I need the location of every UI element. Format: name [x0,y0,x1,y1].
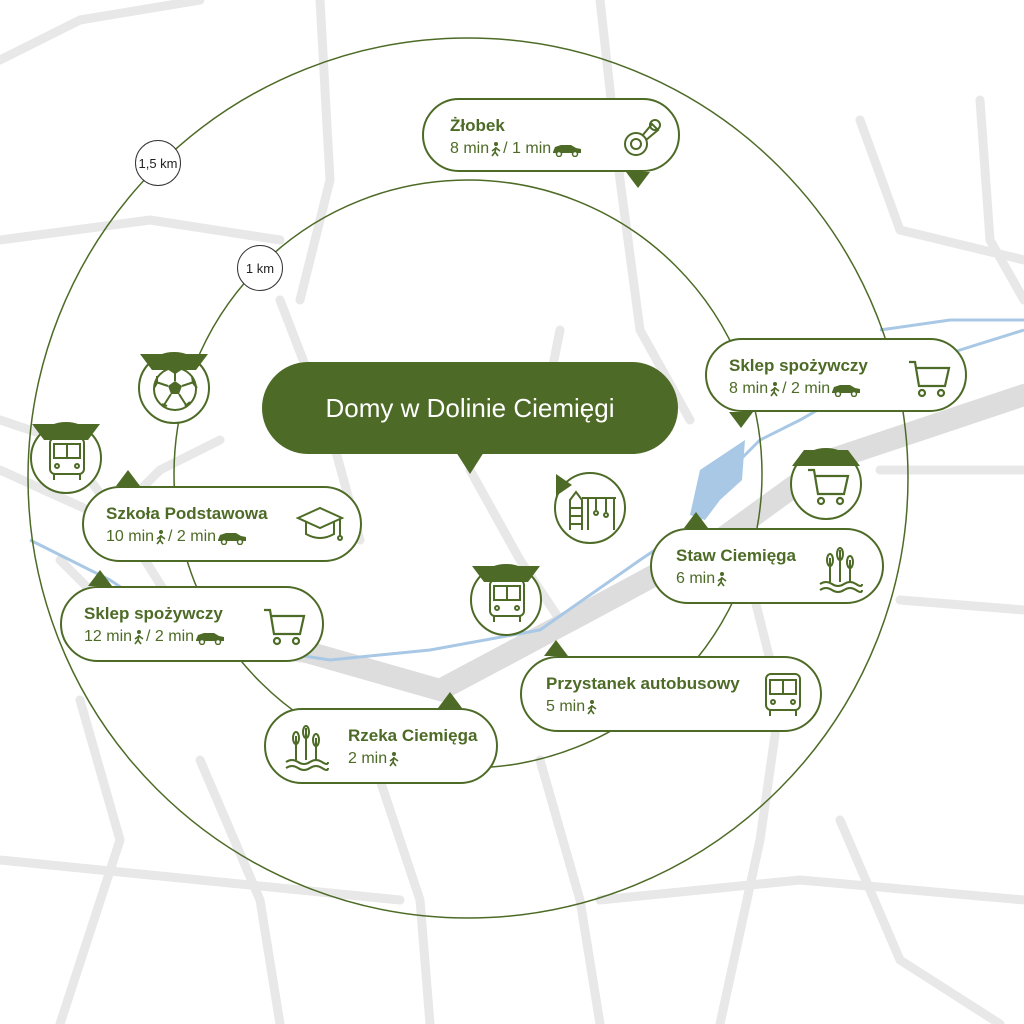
place-card-przystanek[interactable]: Przystanek autobusowy 5 min [520,640,822,732]
walk-icon [587,700,597,715]
drive-time: / 2 min [782,380,831,397]
walk-time: 8 min [729,380,769,397]
place-name: Przystanek autobusowy [546,674,740,693]
card-pointer [684,512,708,528]
walk-time: 6 min [676,570,716,587]
place-times: 2 min [348,750,401,768]
page-title: Domy w Dolinie Ciemięgi [262,362,678,454]
shopping-cart-icon [808,468,850,506]
place-times: 5 min [546,698,599,716]
pin-cart-east[interactable] [790,448,862,520]
place-times: 10 min / 2 min [106,528,248,546]
playground-icon [569,490,616,530]
pin-bus-west[interactable] [30,422,102,494]
walk-icon [491,142,501,157]
place-times: 8 min / 2 min [729,380,862,398]
place-card-sklep-east[interactable]: Sklep spożywczy 8 min / 2 min [705,338,967,428]
pin-pointer [32,424,100,440]
card-pointer [88,570,112,586]
place-name: Sklep spożywczy [84,604,223,623]
place-name: Rzeka Ciemięga [348,726,478,745]
place-times: 6 min [676,570,729,588]
bus-icon [49,437,85,480]
reeds-icon [285,725,329,771]
place-card-sklep-west[interactable]: Sklep spożywczy 12 min / 2 min [60,570,324,662]
bus-icon [765,673,801,716]
drive-time: / 1 min [503,140,552,157]
graduation-cap-icon [296,506,345,541]
walk-icon [134,630,144,645]
card-pointer [116,470,140,486]
football-icon [153,367,198,411]
walk-time: 2 min [348,750,388,767]
walk-icon [717,572,727,587]
car-icon [196,633,225,645]
place-card-staw[interactable]: Staw Ciemięga 6 min [650,512,884,604]
place-card-zlobek[interactable]: Żłobek 8 min / 1 min [422,98,680,188]
distance-label-inner: 1 km [237,245,283,291]
walk-time: 8 min [450,140,490,157]
car-icon [218,533,247,545]
pin-stadium[interactable] [138,352,210,424]
pin-pointer [472,566,540,582]
walk-icon [389,752,399,767]
place-times: 12 min / 2 min [84,628,226,646]
shopping-cart-icon [909,360,951,398]
pin-bus-center[interactable] [470,564,542,636]
place-times: 8 min / 1 min [450,140,583,158]
place-name: Staw Ciemięga [676,546,796,565]
pacifier-icon [624,119,661,156]
card-pointer [729,412,753,428]
card-pointer [438,692,462,708]
card-pointer [626,172,650,188]
car-icon [832,385,861,397]
pin-pointer [556,474,624,496]
place-name: Sklep spożywczy [729,356,868,375]
distance-label-outer: 1,5 km [135,140,181,186]
card-pointer [544,640,568,656]
walk-icon [156,530,166,545]
place-card-rzeka[interactable]: Rzeka Ciemięga 2 min [264,692,498,784]
place-name: Żłobek [450,116,505,135]
car-icon [553,145,582,157]
place-name: Szkoła Podstawowa [106,504,268,523]
pin-pointer [792,450,860,466]
bus-icon [489,579,525,622]
drive-time: / 2 min [168,528,217,545]
shopping-cart-icon [264,608,306,646]
pin-pointer [140,354,208,370]
place-card-szkola[interactable]: Szkoła Podstawowa 10 min / 2 min [82,470,362,562]
walk-time: 12 min [84,628,133,645]
walk-icon [770,382,780,397]
reeds-icon [819,547,863,593]
walk-time: 10 min [106,528,155,545]
pin-playground[interactable] [554,472,626,544]
drive-time: / 2 min [146,628,195,645]
title-pointer [456,452,484,474]
walk-time: 5 min [546,698,586,715]
